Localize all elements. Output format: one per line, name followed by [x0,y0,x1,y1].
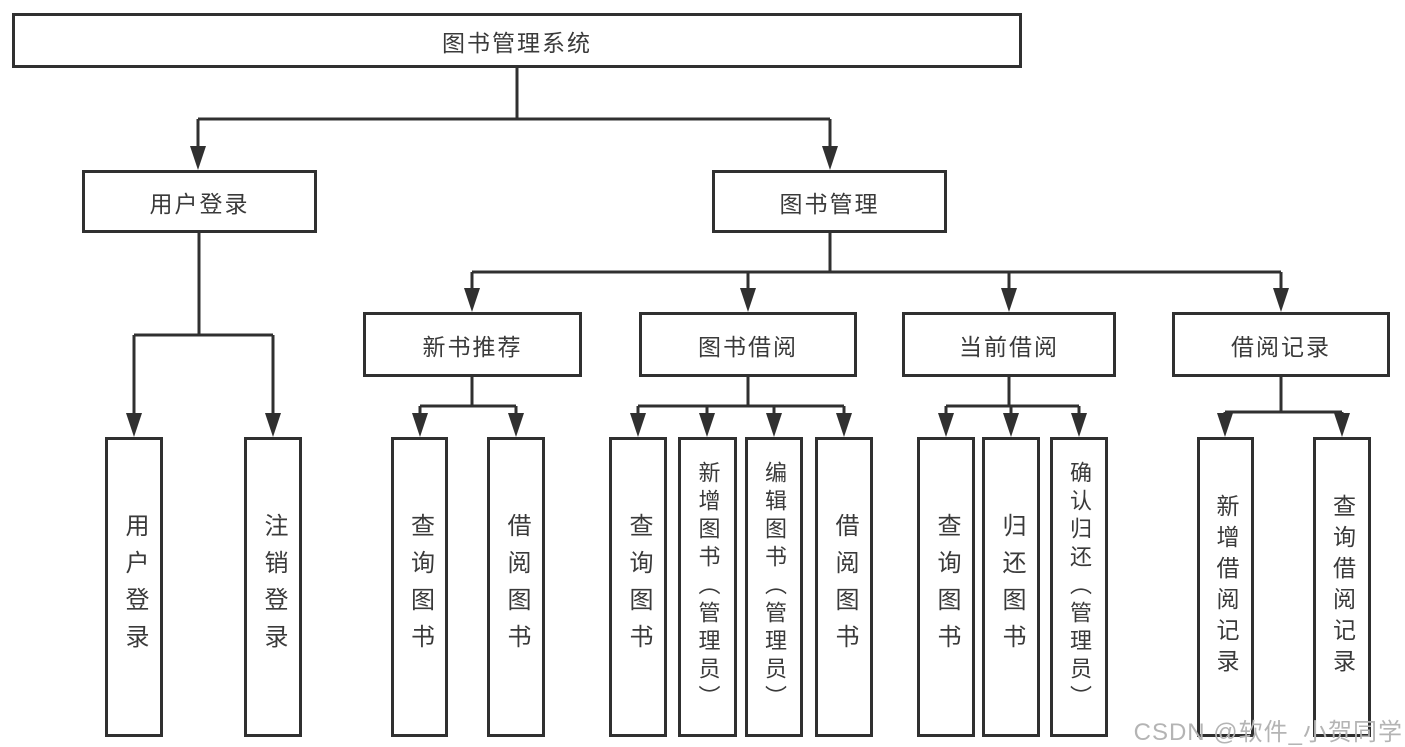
leaf-borrow-books-1: 借阅图书 [487,437,545,737]
leaf-return-book-label: 归还图书 [998,513,1025,661]
node-book-management-label: 图书管理 [779,190,880,217]
leaf-query-books-2: 查询图书 [609,437,667,737]
node-user-login-label: 用户登录 [149,190,250,217]
leaf-edit-book-admin: 编辑图书（管理员） [745,437,803,737]
leaf-confirm-return-admin: 确认归还（管理员） [1050,437,1108,737]
node-borrow-records-label: 借阅记录 [1231,333,1331,360]
leaf-logout: 注销登录 [244,437,302,737]
leaf-borrow-books-2-label: 借阅图书 [831,513,858,661]
leaf-query-books-3: 查询图书 [917,437,975,737]
leaf-user-login: 用户登录 [105,437,163,737]
leaf-add-book-admin: 新增图书（管理员） [678,437,737,737]
node-current-borrow: 当前借阅 [902,312,1116,377]
node-current-borrow-label: 当前借阅 [959,333,1059,360]
node-borrow-records: 借阅记录 [1172,312,1390,377]
leaf-add-book-admin-label: 新增图书（管理员） [695,461,721,713]
node-new-book-recommend: 新书推荐 [363,312,582,377]
leaf-query-books-1: 查询图书 [391,437,448,737]
node-root-label: 图书管理系统 [442,29,592,56]
leaf-query-books-1-label: 查询图书 [406,513,434,661]
node-book-management: 图书管理 [712,170,947,233]
leaf-add-borrow-record: 新增借阅记录 [1197,437,1254,737]
leaf-borrow-books-2: 借阅图书 [815,437,873,737]
node-user-login: 用户登录 [82,170,317,233]
leaf-user-login-label: 用户登录 [121,513,148,661]
leaf-query-borrow-record-label: 查询借阅记录 [1329,494,1356,680]
leaf-confirm-return-admin-label: 确认归还（管理员） [1067,461,1092,713]
node-root: 图书管理系统 [12,13,1022,68]
leaf-edit-book-admin-label: 编辑图书（管理员） [762,461,787,713]
node-new-book-recommend-label: 新书推荐 [422,333,523,360]
node-book-borrow-label: 图书借阅 [698,333,798,360]
leaf-query-books-2-label: 查询图书 [625,513,652,661]
node-book-borrow: 图书借阅 [639,312,857,377]
leaf-return-book: 归还图书 [982,437,1040,737]
leaf-logout-label: 注销登录 [260,513,287,661]
csdn-watermark: CSDN @软件_小贺同学 [1133,719,1403,746]
leaf-borrow-books-1-label: 借阅图书 [503,513,530,661]
leaf-query-borrow-record: 查询借阅记录 [1313,437,1371,737]
leaf-query-books-3-label: 查询图书 [933,513,960,661]
leaf-add-borrow-record-label: 新增借阅记录 [1213,494,1239,680]
